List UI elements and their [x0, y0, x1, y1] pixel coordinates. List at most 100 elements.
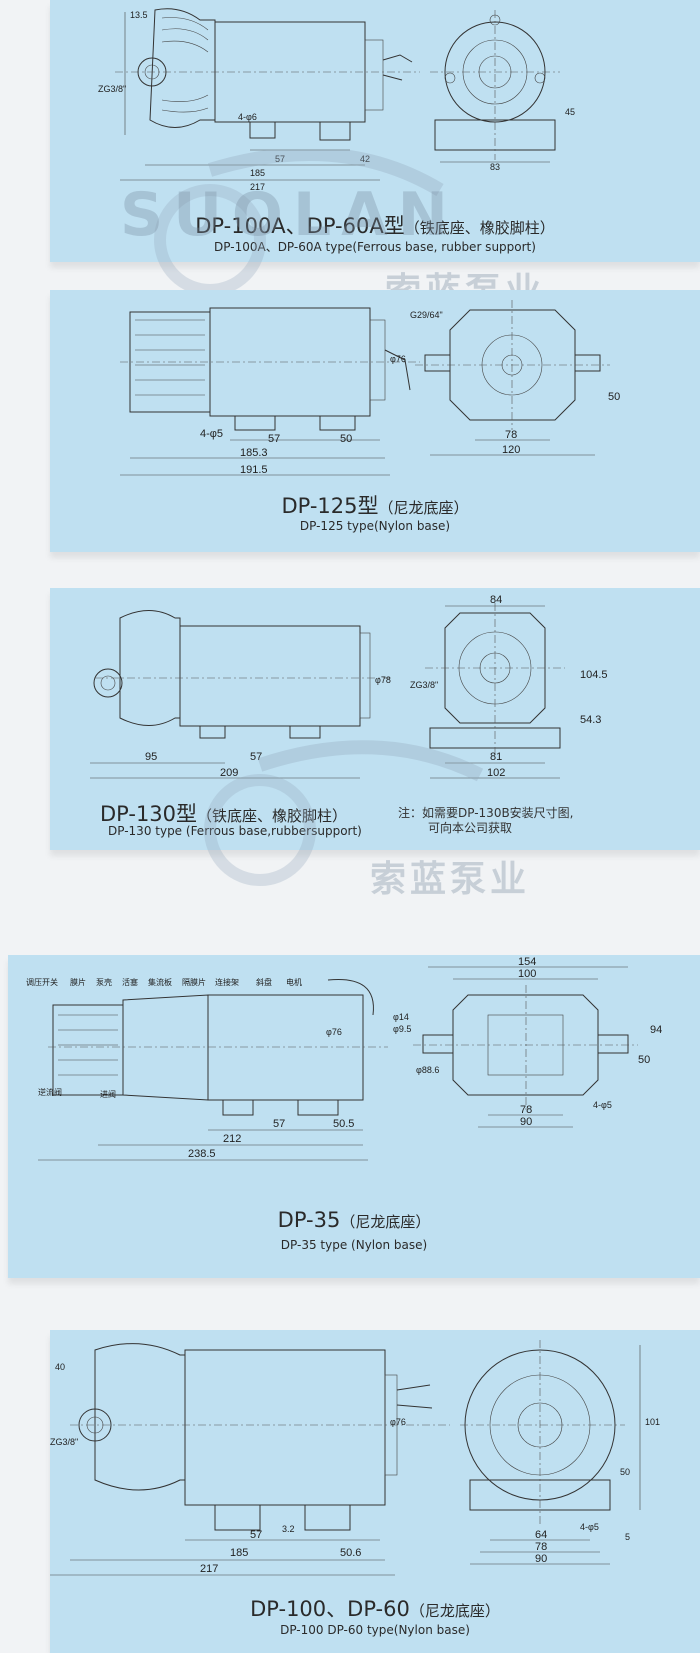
title-zh: （尼龙底座）: [409, 1602, 500, 1620]
title-model: DP-125型: [281, 494, 379, 518]
panel-dp100a: 13.5 ZG3/8" 4-φ6 57 42 185 217 83 45 DP-…: [50, 0, 700, 262]
part-label: 连接架: [215, 977, 239, 987]
part-label: 隔膜片: [182, 977, 206, 987]
watermark-logo-2: [204, 740, 484, 886]
part-label: 膜片: [70, 977, 86, 987]
dim-15: 5: [625, 1532, 630, 1542]
dim-14: 90: [520, 1116, 532, 1128]
dim-1: 13.5: [130, 10, 148, 20]
dim-5: 84: [490, 594, 502, 606]
dim-8: 54.3: [580, 714, 601, 726]
front-view: [425, 603, 565, 779]
dim-7: 217: [250, 182, 265, 192]
dim-13: 78: [535, 1541, 547, 1553]
panel-subtitle: DP-100 DP-60 type(Nylon base): [280, 1623, 470, 1637]
watermark-zh-2: 索蓝泵业: [370, 859, 531, 900]
dim-3: 57: [250, 751, 262, 763]
dim-2: φ76: [390, 354, 406, 364]
title-model: DP-100、DP-60: [250, 1597, 410, 1621]
dim-4: 57: [275, 154, 285, 164]
dim-5: 50: [340, 433, 352, 445]
dim-8: 78: [505, 429, 517, 441]
dim-1: φ76: [326, 1027, 342, 1037]
part-label: 调压开关: [26, 977, 58, 987]
title-model: DP-130型: [100, 802, 198, 826]
panel-subtitle: DP-35 type (Nylon base): [280, 1238, 428, 1252]
dim-12: 50: [638, 1054, 650, 1066]
front-view: [430, 10, 560, 163]
drawing-dp35: 调压开关 膜片 泵壳 活塞 集流板 隔膜片 连接架 斜盘 电机 逆流阀 进阀 φ…: [26, 956, 662, 1161]
dim-8: 3.2: [282, 1524, 295, 1534]
part-label: 泵壳: [96, 977, 112, 987]
dim-2: ZG3/8": [50, 1437, 78, 1447]
dim-14: 90: [535, 1553, 547, 1565]
side-view: [38, 978, 388, 1161]
dim-10: 50: [608, 391, 620, 403]
title-zh: （铁底座、橡胶脚柱）: [197, 807, 348, 825]
dim-9: 45: [565, 107, 575, 117]
dim-9: 120: [502, 444, 520, 456]
dim-6: ZG3/8": [410, 680, 438, 690]
side-view: [115, 8, 420, 181]
dim-6: 185: [230, 1547, 248, 1559]
dim-12: 64: [535, 1529, 547, 1541]
part-label: 活塞: [122, 977, 138, 987]
dim-1: φ78: [375, 675, 391, 685]
title-model: DP-35: [277, 1208, 341, 1232]
dim-7: 217: [200, 1563, 218, 1575]
dim-10: 50: [620, 1467, 630, 1477]
front-view: [415, 300, 610, 456]
dim-11: 94: [650, 1024, 662, 1036]
panel-subtitle: DP-100A、DP-60A type(Ferrous base, rubber…: [214, 240, 536, 254]
dim-9: φ9.5: [393, 1024, 411, 1034]
dim-2: ZG3/8": [98, 84, 126, 94]
part-label: 逆流阀: [38, 1087, 62, 1097]
dim-6: 185: [250, 168, 265, 178]
dim-6: 154: [518, 956, 536, 968]
dim-3: 4-φ5: [200, 428, 223, 440]
dim-4: 57: [250, 1529, 262, 1541]
title-model: DP-100A、DP-60A型: [195, 214, 405, 238]
dim-4: 209: [220, 767, 238, 779]
dim-7: 104.5: [580, 669, 608, 681]
dim-7: 191.5: [240, 464, 268, 476]
dim-3: 50.5: [333, 1118, 354, 1130]
dim-1: 40: [55, 1362, 65, 1372]
dim-15: 4-φ5: [593, 1100, 612, 1110]
dim-6: 185.3: [240, 447, 268, 459]
panel-dp100: 40 ZG3/8" φ76 57 50.6 185 217 3.2 101 50…: [50, 1330, 700, 1653]
panel-title: DP-125型（尼龙底座）: [50, 490, 700, 520]
panel-title: DP-100、DP-60（尼龙底座）: [50, 1593, 700, 1623]
panel-dp35: 调压开关 膜片 泵壳 活塞 集流板 隔膜片 连接架 斜盘 电机 逆流阀 进阀 φ…: [8, 955, 700, 1278]
title-zh: （尼龙底座）: [378, 499, 469, 517]
dim-3: 4-φ6: [238, 112, 257, 122]
dim-5: 50.6: [340, 1547, 361, 1559]
panel-dp130: φ78 95 57 209 84 ZG3/8" 104.5 54.3 81 10…: [50, 588, 700, 850]
dim-10: φ88.6: [416, 1065, 439, 1075]
dim-5: 238.5: [188, 1148, 216, 1160]
part-label: 电机: [286, 977, 302, 987]
panel-title: DP-35（尼龙底座）: [8, 1208, 700, 1232]
drawing-dp100: 40 ZG3/8" φ76 57 50.6 185 217 3.2 101 50…: [50, 1340, 660, 1576]
drawing-dp130: φ78 95 57 209 84 ZG3/8" 104.5 54.3 81 10…: [90, 594, 608, 779]
note-line-1: 注：如需要DP-130B安装尺寸图,: [398, 806, 574, 820]
side-view: [120, 307, 420, 476]
dim-13: 78: [520, 1104, 532, 1116]
panel-subtitle: DP-130 type (Ferrous base,rubbersupport): [108, 824, 362, 838]
drawing-dp125: φ76 4-φ5 57 50 185.3 191.5 G29/64" 78 12…: [120, 300, 620, 476]
dim-2: 57: [273, 1118, 285, 1130]
dim-2: 95: [145, 751, 157, 763]
side-view: [50, 1343, 450, 1576]
dim-9: 81: [490, 751, 502, 763]
dim-11: 4-φ5: [580, 1522, 599, 1532]
note: 注：如需要DP-130B安装尺寸图, 可向本公司获取: [398, 806, 574, 836]
title-zh: （铁底座、橡胶脚柱）: [404, 219, 555, 237]
drawing-dp100a: 13.5 ZG3/8" 4-φ6 57 42 185 217 83 45: [98, 8, 575, 192]
side-view: [90, 610, 390, 779]
dim-4: 57: [268, 433, 280, 445]
dim-5: 42: [360, 154, 370, 164]
dim-10: 102: [487, 767, 505, 779]
front-view: [460, 1340, 641, 1565]
dim-4: 212: [223, 1133, 241, 1145]
part-labels: 调压开关 膜片 泵壳 活塞 集流板 隔膜片 连接架 斜盘 电机 逆流阀 进阀: [26, 977, 302, 1099]
